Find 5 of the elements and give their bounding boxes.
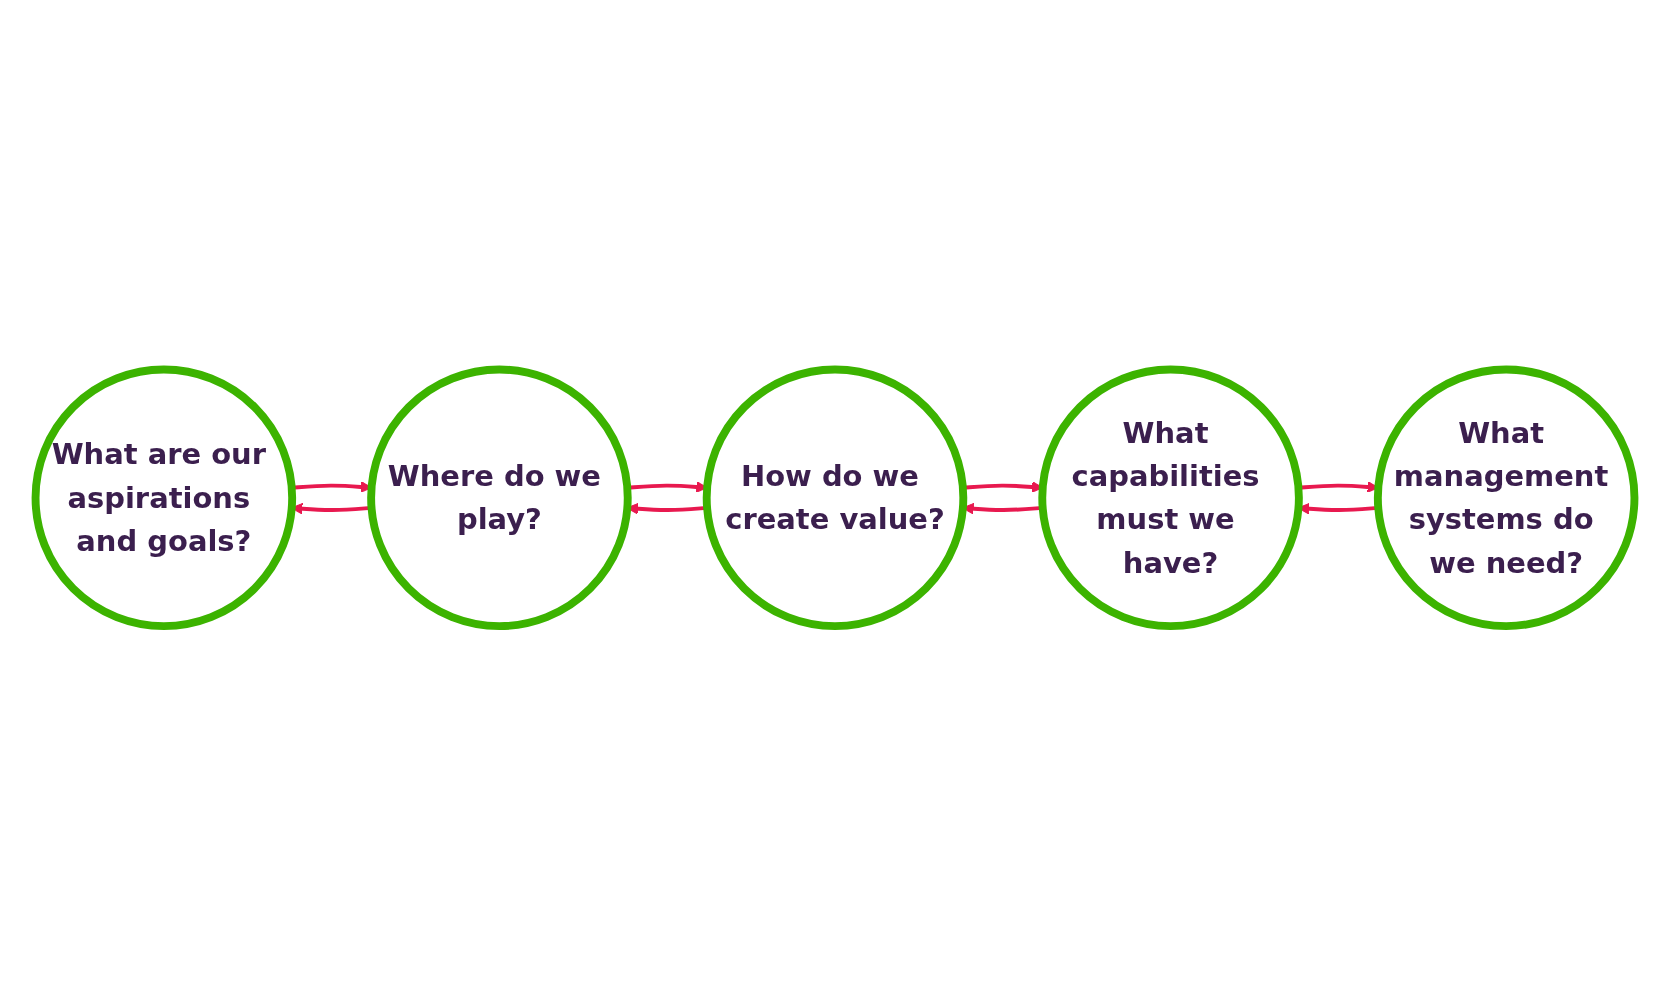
node-circle: What are our aspirations and goals? xyxy=(31,365,296,630)
node-circle: What capabilities must we have? xyxy=(1037,365,1303,630)
node-circle: How do we create value? xyxy=(702,365,967,630)
node-circle: What management systems do we need? xyxy=(1373,365,1638,630)
node-circle: Where do we play? xyxy=(366,365,632,630)
